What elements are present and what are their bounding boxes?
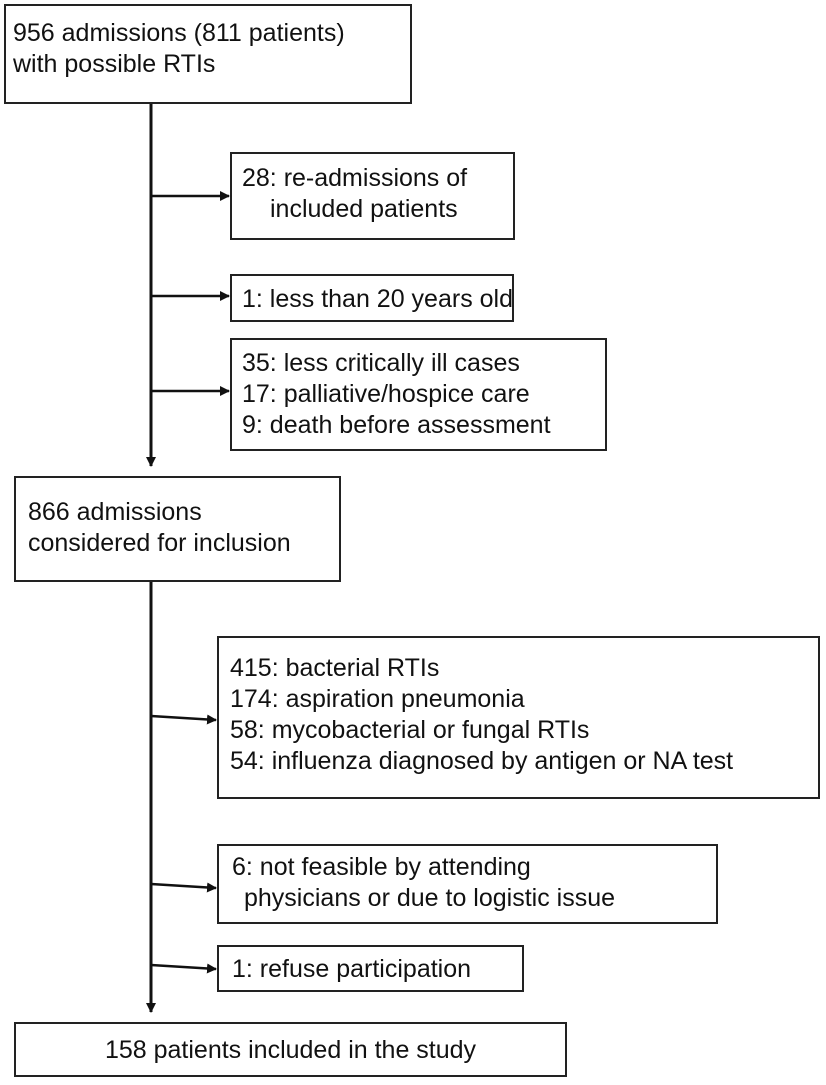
included-text: 158 patients included in the study <box>104 1036 477 1064</box>
considered-line-2: considered for inclusion <box>28 529 291 557</box>
branch-arrow-feasibility <box>150 882 217 893</box>
considered-line-1: 866 admissions <box>28 498 202 526</box>
start-line-1: 956 admissions (811 patients) <box>13 19 345 47</box>
exclusion-line: 35: less critically ill cases <box>242 349 520 377</box>
exclusion-line: 1: less than 20 years old <box>242 285 513 313</box>
exclusion-line: 58: mycobacterial or fungal RTIs <box>230 716 590 744</box>
start-line-2: with possible RTIs <box>13 50 216 78</box>
start-box: 956 admissions (811 patients) with possi… <box>4 4 412 104</box>
exclusion-line: 17: palliative/hospice care <box>242 380 530 408</box>
exclusion-box-feasibility: 6: not feasible by attending physicians … <box>217 844 718 924</box>
exclusion-line: 1: refuse participation <box>232 955 472 983</box>
exclusion-line: 54: influenza diagnosed by antigen or NA… <box>230 747 734 775</box>
exclusion-line: 415: bacterial RTIs <box>230 654 440 682</box>
exclusion-box-age: 1: less than 20 years old <box>230 274 514 322</box>
considered-box: 866 admissions considered for inclusion <box>14 476 341 582</box>
exclusion-line: 28: re-admissions of <box>242 164 468 192</box>
exclusion-box-refusal: 1: refuse participation <box>217 945 524 992</box>
exclusion-line: 9: death before assessment <box>242 411 551 439</box>
exclusion-box-diagnosis: 415: bacterial RTIs 174: aspiration pneu… <box>217 636 820 799</box>
exclusion-line: 6: not feasible by attending <box>232 853 531 881</box>
exclusion-box-readmissions: 28: re-admissions of included patients <box>230 152 515 240</box>
exclusion-line: physicians or due to logistic issue <box>244 884 616 912</box>
branch-arrow-refusal <box>150 963 217 974</box>
exclusion-line: 174: aspiration pneumonia <box>230 685 525 713</box>
exclusion-line: included patients <box>270 195 458 223</box>
exclusion-box-critical: 35: less critically ill cases 17: pallia… <box>230 338 607 451</box>
branch-arrow-diagnosis <box>150 714 217 725</box>
included-box: 158 patients included in the study <box>14 1022 567 1077</box>
